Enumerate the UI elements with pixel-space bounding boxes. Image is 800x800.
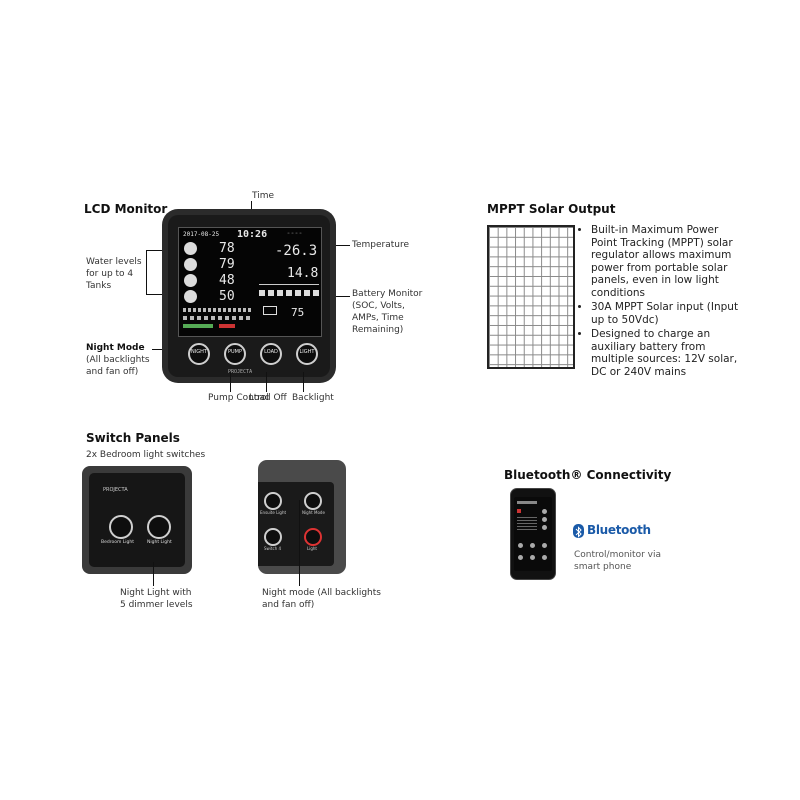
switch-panel-2-face: Ensuite Light Night Mode Switch 4 Light [258, 482, 334, 566]
callout-battery-monitor: Battery Monitor (SOC, Volts, AMPs, Time … [352, 289, 423, 335]
tank-2-value: 79 [219, 257, 235, 272]
caption-night-mode-panel: Night mode (All backlights and fan off) [262, 588, 381, 610]
lcd-status-icons: ◦◦◦◦ [287, 231, 304, 237]
lcd-info-row-2 [183, 316, 253, 320]
leader-pump [230, 372, 231, 392]
tank-3-value: 48 [219, 273, 235, 288]
ensuite-light-label: Ensuite Light [260, 510, 287, 515]
leader-water-vertical [146, 250, 147, 295]
tank-4-icon [184, 290, 197, 303]
lcd-alert-indicator [219, 324, 235, 328]
phone-btn-4 [518, 555, 523, 560]
callout-time: Time [252, 191, 275, 201]
night-light-button[interactable] [147, 515, 171, 539]
lcd-brand-logo: PROJECTA [228, 369, 253, 375]
switch-panels-subheading: 2x Bedroom light switches [86, 450, 206, 460]
caption-night-light: Night Light with 5 dimmer levels [120, 588, 193, 610]
tank-2-icon [184, 258, 197, 271]
bluetooth-desc: Control/monitor via smart phone [574, 550, 661, 572]
tank-4-value: 50 [219, 289, 235, 304]
tank-1-value: 78 [219, 241, 235, 256]
tank-3-icon [184, 274, 197, 287]
pump-button[interactable]: PUMP [224, 343, 246, 365]
lcd-screen: 2017-08-25 10:26 ◦◦◦◦ 78 79 48 50 -26.3 … [178, 227, 322, 337]
switch-panels-heading: Switch Panels [86, 431, 180, 445]
callout-night-mode-title: Night Mode [86, 343, 145, 353]
solar-feature-2: 30A MPPT Solar input (Input up to 50Vdc) [591, 301, 739, 326]
smartphone-image [510, 488, 556, 580]
callout-night-mode-desc: (All backlights and fan off) [86, 355, 150, 377]
callout-temperature: Temperature [352, 240, 410, 250]
switch-panel-1-brand: PROJECTA [103, 487, 128, 493]
lcd-info-row-1 [183, 308, 253, 312]
phone-dot-1 [542, 509, 547, 514]
switch-panel-1: PROJECTA Bedroom Light Night Light [82, 466, 192, 574]
bedroom-light-button[interactable] [109, 515, 133, 539]
callout-backlight: Backlight [292, 393, 334, 403]
lcd-solar-indicator [183, 324, 213, 328]
phone-app-alert [517, 509, 521, 513]
light-button[interactable]: LIGHT [296, 343, 318, 365]
phone-screen [514, 497, 552, 571]
callout-water-levels: Water levels for up to 4 Tanks [86, 257, 142, 291]
switch-4-label: Switch 4 [264, 546, 282, 551]
lcd-monitor-device: 2017-08-25 10:26 ◦◦◦◦ 78 79 48 50 -26.3 … [162, 209, 336, 383]
phone-app-header [517, 501, 537, 504]
leader-temperature [325, 245, 350, 246]
solar-feature-list: Built-in Maximum Power Point Tracking (M… [580, 224, 739, 380]
battery-icon [263, 306, 277, 315]
callout-load-off: Load Off [249, 393, 287, 403]
phone-dot-3 [542, 525, 547, 530]
ensuite-light-button[interactable] [264, 492, 282, 510]
night-mode-label: Night Mode [302, 510, 325, 515]
leader-backlight [303, 372, 304, 392]
leader-night-mode-panel [299, 500, 300, 586]
lcd-battery-value: 14.8 [287, 266, 319, 281]
lcd-battery-stats [259, 290, 319, 296]
phone-btn-3 [542, 543, 547, 548]
mppt-solar-heading: MPPT Solar Output [487, 202, 616, 216]
lcd-soc: 75 [291, 306, 305, 319]
bluetooth-logo-text: Bluetooth [587, 523, 651, 537]
switch-4-button[interactable] [264, 528, 282, 546]
solar-feature-3: Designed to charge an auxiliary battery … [591, 328, 739, 378]
switch-panel-1-face: PROJECTA Bedroom Light Night Light [89, 473, 185, 567]
light-power-button[interactable] [304, 528, 322, 546]
phone-btn-2 [530, 543, 535, 548]
light-label: Light [307, 546, 317, 551]
phone-dot-2 [542, 517, 547, 522]
tank-1-icon [184, 242, 197, 255]
load-button[interactable]: LOAD [260, 343, 282, 365]
night-light-label: Night Light [147, 540, 172, 545]
lcd-time: 10:26 [237, 229, 268, 240]
lcd-bezel: 2017-08-25 10:26 ◦◦◦◦ 78 79 48 50 -26.3 … [168, 215, 330, 377]
phone-btn-1 [518, 543, 523, 548]
solar-panel-image [487, 225, 575, 369]
phone-btn-5 [530, 555, 535, 560]
solar-feature-1: Built-in Maximum Power Point Tracking (M… [591, 224, 739, 299]
callout-pump-control: Pump Control [208, 393, 269, 403]
night-button[interactable]: NIGHT [188, 343, 210, 365]
bluetooth-heading: Bluetooth® Connectivity [504, 468, 672, 482]
switch-panel-2: Ensuite Light Night Mode Switch 4 Light [258, 460, 346, 574]
leader-night-light [153, 562, 154, 586]
lcd-temperature: -26.3 [275, 243, 318, 259]
leader-load-off [266, 372, 267, 392]
phone-btn-6 [542, 555, 547, 560]
lcd-date: 2017-08-25 [183, 231, 220, 238]
night-mode-button[interactable] [304, 492, 322, 510]
phone-app-readings [517, 517, 537, 531]
bedroom-light-label: Bedroom Light [101, 540, 135, 545]
lcd-monitor-heading: LCD Monitor [84, 202, 168, 216]
leader-battery [325, 296, 350, 297]
bluetooth-icon [573, 524, 584, 538]
lcd-divider [259, 284, 319, 285]
